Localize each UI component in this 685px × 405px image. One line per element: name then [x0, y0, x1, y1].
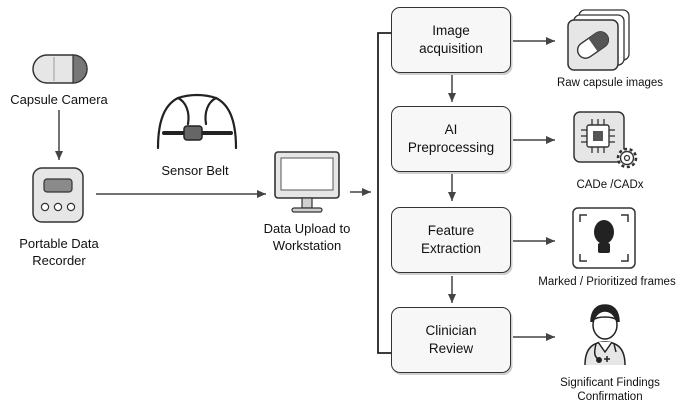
capsule-camera-label: Capsule Camera: [10, 92, 108, 107]
upload-label-line1: Data Upload to: [263, 221, 351, 236]
data-recorder-icon: [32, 167, 84, 223]
output-label-raw-images: Raw capsule images: [556, 77, 664, 89]
sensor-belt-label: Sensor Belt: [161, 163, 229, 178]
output-label-cade-cadx: CADe /CADx: [576, 179, 644, 191]
step-image-acquisition: Image acquisition: [391, 7, 511, 73]
output-label-findings: Significant Findings Confirmation: [560, 377, 660, 403]
capsule-images-icon: [567, 9, 630, 71]
step-clinician-review: Clinician Review: [391, 307, 511, 373]
step-ai-preprocessing: AI Preprocessing: [391, 106, 511, 172]
output-label-marked-frames: Marked / Prioritized frames: [538, 276, 676, 288]
step-feature-extraction: Feature Extraction: [391, 207, 511, 273]
pipeline-bracket: [377, 32, 392, 354]
marked-frame-icon: [572, 207, 636, 269]
capsule-camera-icon: [32, 54, 88, 84]
recorder-label-line2: Recorder: [32, 253, 86, 268]
doctor-icon: [584, 304, 626, 366]
ai-chip-icon: [573, 111, 638, 169]
upload-label-line2: Workstation: [272, 238, 342, 253]
recorder-label-line1: Portable Data: [19, 236, 99, 251]
workstation-monitor-icon: [274, 151, 340, 213]
sensor-belt-icon: [156, 93, 238, 150]
